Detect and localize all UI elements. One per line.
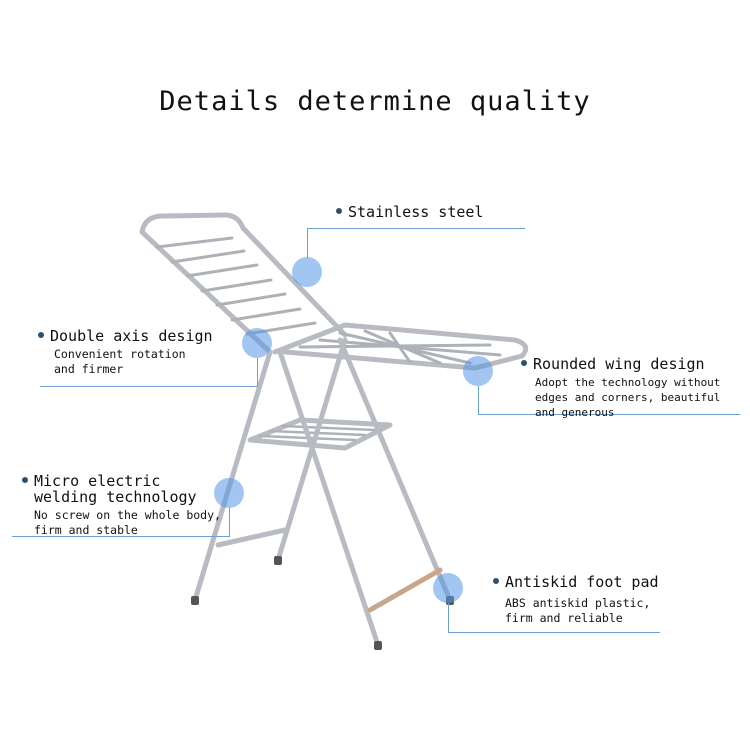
feature-desc-line: No screw on the whole body, [34, 508, 221, 522]
rounded-wing-leader-line-vertical [478, 386, 479, 414]
antiskid-leader-line-vertical [448, 603, 449, 632]
feature-desc-line: Convenient rotation [54, 347, 186, 361]
stainless-leader-line-vertical [307, 228, 308, 258]
page-title: Details determine quality [159, 86, 591, 117]
feature-desc-line: Adopt the technology without [535, 376, 721, 389]
double-axis-leader-line [40, 386, 258, 387]
feature-desc-line: ABS antiskid plastic, [505, 596, 651, 610]
double-axis-highlight-circle [242, 328, 272, 358]
feature-rounded-wing: Rounded wing design Adopt the technology… [521, 356, 720, 420]
feature-title: Stainless steel [348, 203, 484, 221]
welding-highlight-circle [214, 478, 244, 508]
double-axis-leader-line-vertical [257, 358, 258, 386]
feature-antiskid: Antiskid foot pad ABS antiskid plastic, … [493, 574, 659, 626]
bullet-icon [22, 476, 28, 483]
feature-stainless-steel: Stainless steel [336, 204, 483, 220]
welding-leader-line-vertical [229, 508, 230, 536]
stainless-leader-line [307, 228, 525, 229]
bullet-icon [336, 207, 342, 214]
feature-title: Rounded wing design [533, 355, 705, 373]
feature-desc-line: firm and stable [34, 523, 138, 537]
feature-title: Double axis design [50, 327, 213, 345]
rounded-wing-highlight-circle [463, 356, 493, 386]
feature-desc-line: edges and corners, beautiful [535, 391, 721, 404]
stainless-highlight-circle [292, 257, 322, 287]
welding-leader-line [12, 536, 230, 537]
feature-title: Antiskid foot pad [505, 573, 659, 591]
bullet-icon [38, 331, 44, 338]
feature-desc-line: firm and reliable [505, 611, 623, 625]
rounded-wing-leader-line [478, 414, 740, 415]
bullet-icon [493, 577, 499, 584]
feature-title: Micro electric [34, 472, 161, 490]
feature-title: welding technology [34, 488, 197, 506]
antiskid-highlight-circle [433, 573, 463, 603]
bullet-icon [521, 359, 527, 366]
feature-desc-line: and generous [535, 406, 615, 419]
feature-double-axis: Double axis design Convenient rotation a… [38, 328, 213, 377]
feature-micro-welding: Micro electric welding technology No scr… [22, 473, 221, 538]
feature-desc-line: and firmer [54, 362, 124, 376]
antiskid-leader-line [448, 632, 660, 633]
